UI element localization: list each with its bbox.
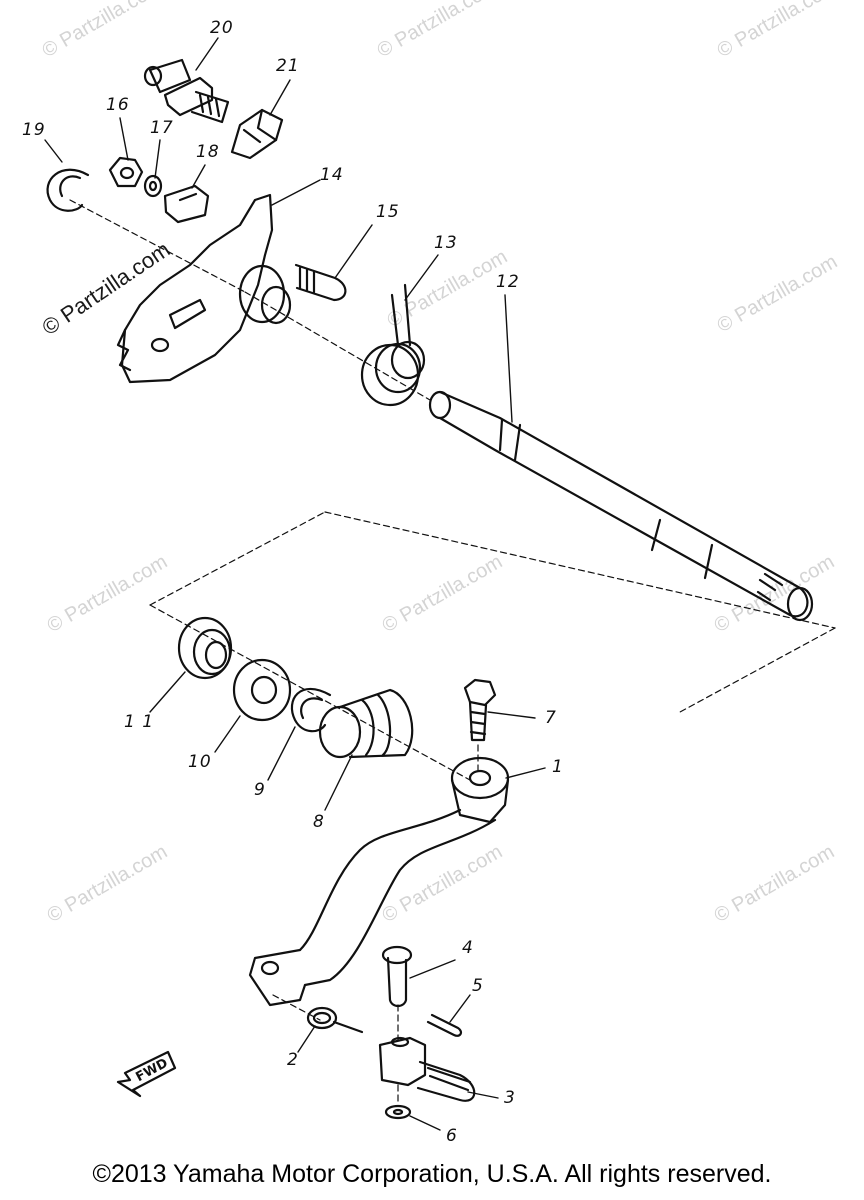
part-11-bearing: [177, 616, 233, 680]
part-16-nut: [108, 156, 144, 188]
callout-20: 20: [210, 18, 234, 38]
callout-17: 17: [150, 118, 174, 138]
part-8-boot: [318, 688, 414, 759]
part-15-pin: [294, 263, 347, 302]
part-10-washer: [232, 658, 292, 722]
part-1-shift-pedal: [248, 756, 510, 1007]
part-2-spring: [306, 1006, 364, 1034]
assembly-guide-lines: [69, 199, 836, 1106]
callout-10: 10: [188, 752, 212, 772]
callout-3: 3: [504, 1088, 516, 1108]
callout-14: 14: [320, 165, 344, 185]
callout-7: 7: [545, 708, 557, 728]
part-20-bolt: [143, 58, 230, 124]
callout-9: 9: [254, 780, 266, 800]
part-6-washer: [384, 1104, 412, 1120]
callout-12: 12: [496, 272, 520, 292]
callout-1: 1: [552, 757, 564, 777]
part-14-shift-arm: [116, 193, 292, 384]
part-5-cotter-pin: [426, 1013, 463, 1037]
copyright-footer: ©2013 Yamaha Motor Corporation, U.S.A. A…: [92, 1160, 772, 1188]
part-9-circlip: [290, 688, 332, 733]
callout-13: 13: [434, 233, 458, 253]
exploded-view-drawing: [44, 37, 836, 1131]
part-13-spring: [360, 283, 426, 407]
part-19-circlip: [46, 168, 90, 212]
callout-11: 1 1: [124, 712, 155, 732]
leader-lines: [44, 37, 546, 1131]
fwd-arrow-icon: [116, 1050, 177, 1098]
part-12-shaft: [428, 390, 814, 622]
part-3-toe-peg: [378, 1036, 476, 1102]
part-7-bolt: [463, 678, 497, 742]
callout-6: 6: [446, 1126, 458, 1146]
part-4-pin: [381, 945, 413, 1008]
callout-15: 15: [376, 202, 400, 222]
callout-19: 19: [22, 120, 46, 140]
part-21-clip: [230, 108, 284, 160]
callout-16: 16: [106, 95, 130, 115]
part-18-plate: [163, 184, 210, 224]
callout-4: 4: [462, 938, 474, 958]
callout-18: 18: [196, 142, 220, 162]
callout-21: 21: [276, 56, 300, 76]
callout-2: 2: [287, 1050, 299, 1070]
callout-5: 5: [472, 976, 484, 996]
part-17-washer: [143, 174, 163, 198]
callout-8: 8: [313, 812, 325, 832]
